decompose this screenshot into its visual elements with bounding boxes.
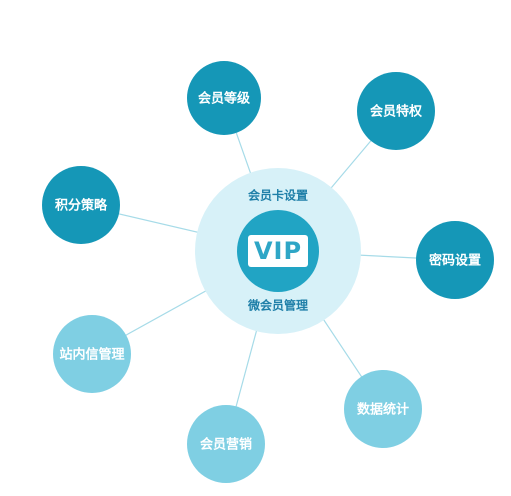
node-data-statistics[interactable]: 数据统计 (344, 370, 422, 448)
node-label-member-level: 会员等级 (198, 91, 251, 107)
node-circle-data-statistics[interactable] (344, 370, 422, 448)
node-label-points-strategy: 积分策略 (55, 198, 108, 214)
node-circle-member-privilege[interactable] (357, 72, 435, 150)
node-circle-password-setting[interactable] (416, 221, 494, 299)
node-member-marketing[interactable]: 会员营销 (187, 405, 265, 483)
node-circle-member-marketing[interactable] (187, 405, 265, 483)
node-points-strategy[interactable]: 积分策略 (42, 166, 120, 244)
node-label-internal-message: 站内信管理 (59, 347, 124, 363)
vip-badge-text: VIP (254, 237, 302, 265)
center-hub: VIP 会员卡设置 微会员管理 (195, 168, 361, 334)
node-label-password-setting: 密码设置 (428, 253, 481, 269)
node-member-privilege[interactable]: 会员特权 (357, 72, 435, 150)
node-member-level[interactable]: 会员等级 (187, 61, 261, 135)
node-label-member-marketing: 会员营销 (200, 437, 252, 453)
hub-top-label: 会员卡设置 (248, 188, 308, 203)
hub-bottom-label: 微会员管理 (247, 298, 308, 313)
node-circle-points-strategy[interactable] (42, 166, 120, 244)
node-internal-message[interactable]: 站内信管理 (53, 315, 131, 393)
node-password-setting[interactable]: 密码设置 (416, 221, 494, 299)
vip-badge (248, 235, 308, 267)
node-circle-internal-message[interactable] (53, 315, 131, 393)
node-circle-member-level[interactable] (187, 61, 261, 135)
node-label-member-privilege: 会员特权 (370, 104, 423, 120)
node-label-data-statistics: 数据统计 (357, 402, 409, 418)
